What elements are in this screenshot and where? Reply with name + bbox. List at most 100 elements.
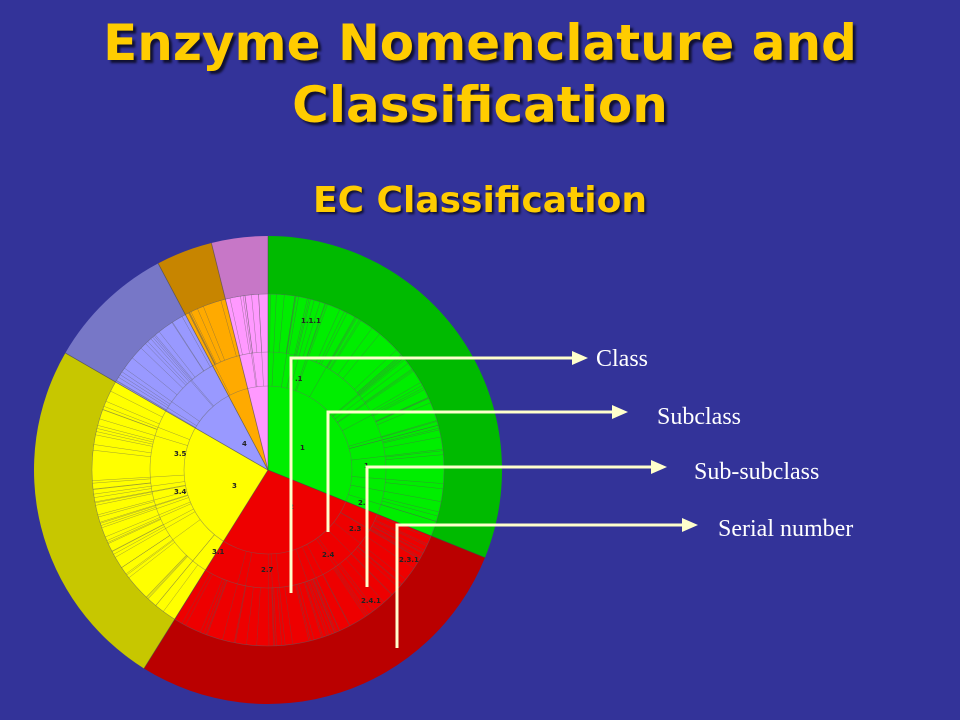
arrow-label-serial-number: Serial number (718, 516, 854, 542)
leaf-boundary (203, 579, 226, 634)
ring-label: 2.3.1 (399, 556, 419, 564)
leaf-boundary (153, 335, 214, 407)
outer-band-class-3 (33, 353, 175, 669)
slide-title-line-2: Classification (292, 76, 668, 134)
leaf-boundary (289, 300, 315, 390)
ring-label: 3.5 (174, 450, 187, 458)
leaf-boundary (125, 519, 201, 575)
wedge-class-1 (268, 294, 444, 536)
leaf-boundary (382, 427, 440, 443)
leaf-boundary (380, 504, 437, 522)
leaf-boundary (295, 584, 310, 642)
leaf-boundary (315, 309, 341, 363)
leaf-boundary (333, 568, 366, 617)
leaf-boundary (118, 376, 197, 426)
leaf-boundary (246, 587, 254, 645)
leaf-boundary (349, 424, 439, 449)
ring-label: 1.1.1 (301, 317, 321, 325)
leaf-boundary (354, 349, 397, 390)
leaf-boundary (96, 428, 154, 443)
leaf-boundary (258, 294, 262, 353)
leaf-boundary (146, 555, 187, 598)
leaf-boundary (119, 374, 169, 407)
leaf-boundary (203, 306, 225, 361)
leaf-boundary (371, 385, 423, 414)
outer-band-class-2 (143, 535, 485, 704)
leaf-boundary (383, 436, 441, 449)
leaf-boundary (381, 500, 438, 517)
leaf-boundary (278, 294, 285, 353)
class-border (211, 242, 269, 471)
leaf-boundary (315, 538, 370, 615)
leaf-boundary (128, 542, 175, 578)
leaf-boundary (163, 564, 199, 612)
arrow-label-subclass: Subclass (657, 404, 741, 430)
wedge-class-5 (185, 299, 268, 470)
leaf-boundary (334, 363, 409, 420)
leaf-boundary (312, 579, 336, 633)
leaf-boundary (95, 485, 186, 504)
leaf-boundary (121, 371, 171, 405)
leaf-boundary (359, 359, 406, 397)
leaf-boundary (295, 298, 310, 356)
leaf-boundary (286, 296, 296, 354)
leader-line-subclass (326, 410, 614, 532)
leaf-boundary (146, 555, 187, 598)
leaf-boundary (327, 317, 357, 369)
leaf-boundary (313, 578, 337, 633)
leaf-boundary (206, 580, 228, 636)
leaf-boundary (357, 354, 402, 394)
leaf-boundary (319, 311, 345, 364)
leaf-boundary (269, 294, 271, 353)
leaf-boundary (374, 519, 428, 545)
leaf-boundary (375, 397, 429, 422)
leaf-boundary (295, 549, 328, 636)
leaf-boundary (385, 454, 444, 460)
leaf-boundary (337, 327, 373, 375)
class-border (65, 352, 269, 471)
leaf-boundary (320, 312, 348, 365)
leaf-boundary (102, 409, 158, 430)
leaf-boundary (281, 296, 297, 388)
leaf-boundary (96, 431, 153, 445)
leaf-boundary (340, 512, 420, 560)
leaf-boundary (310, 579, 333, 635)
leaf-boundary (110, 390, 163, 418)
leaf-boundary (111, 524, 164, 552)
leaf-boundary (113, 526, 165, 555)
leaf-boundary (115, 511, 196, 558)
ring-label: 2.4 (322, 551, 335, 559)
leaf-boundary (271, 294, 277, 387)
leaf-boundary (189, 312, 216, 365)
leaf-boundary (95, 434, 153, 447)
leaf-boundary (330, 320, 362, 370)
leaf-boundary (357, 546, 403, 585)
leaf-boundary (312, 579, 335, 634)
leaf-boundary (306, 303, 326, 359)
leaf-boundary (147, 555, 188, 599)
leaf-boundary (358, 357, 404, 396)
leaf-boundary (382, 497, 439, 513)
ring-label: 3.1 (212, 548, 225, 556)
leaf-boundary (306, 544, 350, 627)
leaf-boundary (132, 357, 178, 396)
leaf-boundary (303, 582, 322, 638)
leaf-boundary (301, 546, 340, 631)
leaf-boundary (98, 501, 155, 518)
leaf-boundary (375, 398, 429, 423)
leaf-boundary (121, 535, 170, 568)
leaf-boundary (111, 508, 194, 552)
leaf-boundary (100, 507, 157, 526)
leaf-boundary (140, 347, 184, 389)
leaf-boundary (385, 450, 443, 458)
leaf-boundary (93, 482, 151, 490)
leaf-boundary (94, 488, 152, 498)
leaf-boundary (92, 478, 151, 484)
leaf-boundary (276, 587, 283, 646)
leaf-boundary (244, 295, 253, 354)
leaf-boundary (92, 474, 185, 481)
leaf-boundary (381, 421, 438, 438)
leaf-boundary (181, 572, 211, 624)
leaf-boundary (342, 333, 380, 379)
